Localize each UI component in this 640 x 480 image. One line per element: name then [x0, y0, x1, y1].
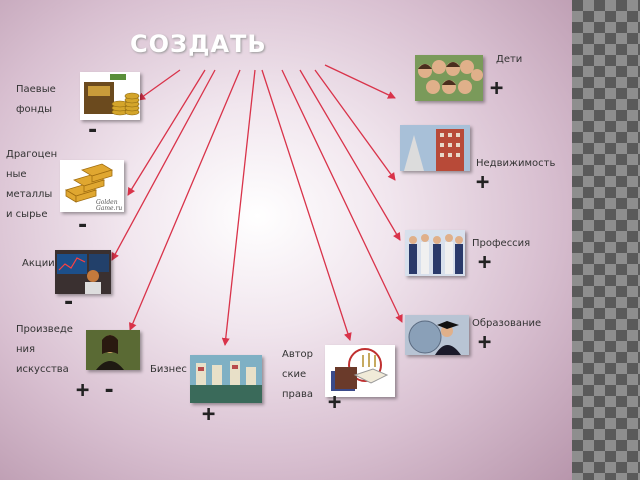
- arrow-education: [281, 69, 403, 323]
- children-icon: [415, 55, 483, 101]
- trader-icon: [55, 250, 111, 294]
- label-copyright: Автор ские права: [282, 349, 314, 400]
- label-profession: Профессия: [472, 238, 531, 249]
- sign-education: +: [478, 330, 492, 355]
- arrow-stocks: [111, 69, 216, 261]
- sign-business: +: [202, 402, 216, 427]
- arrow-profession: [299, 69, 401, 241]
- sign-realty: +: [476, 170, 490, 195]
- label-metals: Драгоцен ные металлы и сырье: [6, 149, 58, 220]
- label-business: Бизнес: [150, 364, 187, 375]
- svg-text:Game.ru: Game.ru: [96, 205, 122, 212]
- building-icon: [400, 125, 470, 171]
- arrow-art: [129, 69, 241, 331]
- svg-text:Golden: Golden: [96, 199, 118, 206]
- label-education: Образование: [472, 318, 542, 329]
- arrow-children: [324, 64, 396, 99]
- sign-children: +: [490, 76, 504, 101]
- sign-metals: -: [76, 213, 90, 238]
- sign-paevye: -: [86, 118, 100, 143]
- arrow-business: [221, 69, 256, 346]
- label-children: Дети: [496, 54, 523, 65]
- label-paevye: Паевые фонды: [16, 84, 56, 115]
- page-title: СОЗДАТЬ: [130, 30, 267, 58]
- label-realty: Недвижимость: [476, 158, 556, 169]
- shop-icon: [190, 355, 262, 403]
- label-stocks: Акции: [22, 258, 55, 269]
- sign-copyright: +: [328, 390, 342, 415]
- graduate-icon: [405, 315, 469, 355]
- sign-profession: +: [478, 250, 492, 275]
- arrow-realty: [314, 69, 396, 181]
- sign-art: + -: [76, 378, 116, 403]
- books-icon: [325, 345, 395, 397]
- checker-border: [572, 0, 640, 480]
- arrow-paevye: [137, 69, 181, 101]
- painting-icon: [86, 330, 140, 370]
- label-art: Произведе ния искусства: [16, 324, 73, 375]
- arrow-metals: [127, 69, 206, 196]
- people-icon: [405, 230, 465, 276]
- coins-icon: [80, 72, 140, 120]
- arrow-copyright: [261, 69, 352, 341]
- gold-bars-icon: Golden Game.ru: [60, 160, 124, 212]
- sign-stocks: -: [62, 290, 76, 315]
